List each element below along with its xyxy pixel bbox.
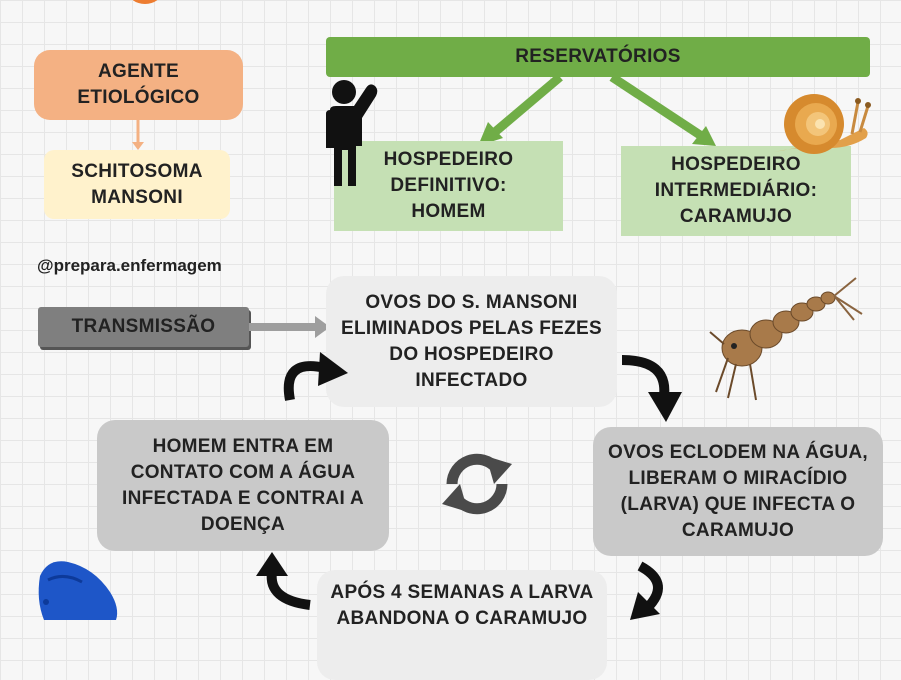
step-4-text: HOMEM ENTRA EM CONTATO COM A ÁGUA INFECT… [121, 435, 365, 535]
instagram-handle: @prepara.enfermagem [37, 256, 222, 275]
step-1-text: OVOS DO S. MANSONI ELIMINADOS PELAS FEZE… [340, 291, 602, 391]
decorative-circle [128, 0, 162, 4]
step-2-text: OVOS ECLODEM NA ÁGUA, LIBERAM O MIRACÍDI… [608, 441, 868, 541]
agent-connector-arrow [132, 120, 144, 150]
transmission-label: TRANSMISSÃO [71, 316, 216, 337]
reservoirs-title: RESERVATÓRIOS [515, 46, 681, 67]
definitive-host-label: HOSPEDEIRO DEFINITIVO: HOMEM [383, 149, 514, 222]
transmission-arrow [249, 316, 330, 338]
larva-icon [709, 277, 863, 401]
step-human-contact: HOMEM ENTRA EM CONTATO COM A ÁGUA INFECT… [97, 420, 389, 551]
person-icon [326, 80, 378, 186]
transmission-bar: TRANSMISSÃO [38, 307, 249, 347]
cycle-icon [442, 453, 512, 515]
curved-arrows [256, 352, 682, 620]
agent-title-box: AGENTE ETIOLÓGICO [34, 50, 243, 120]
intermediate-host-label: HOSPEDEIRO INTERMEDIÁRIO: CARAMUJO [654, 154, 818, 227]
agent-title: AGENTE ETIOLÓGICO [77, 61, 200, 108]
step-eggs-hatch: OVOS ECLODEM NA ÁGUA, LIBERAM O MIRACÍDI… [593, 427, 883, 556]
definitive-host-box: HOSPEDEIRO DEFINITIVO: HOMEM [334, 141, 563, 231]
agent-name-box: SCHITOSOMA MANSONI [44, 150, 230, 219]
step-3-text: APÓS 4 SEMANAS A LARVA ABANDONA O CARAMU… [330, 582, 594, 629]
snail-icon [774, 94, 871, 154]
reservoirs-bar: RESERVATÓRIOS [326, 37, 870, 77]
intermediate-host-box: HOSPEDEIRO INTERMEDIÁRIO: CARAMUJO [621, 146, 851, 236]
agent-name: SCHITOSOMA MANSONI [71, 160, 203, 208]
reservoir-arrows [478, 73, 716, 146]
step-eggs-eliminated: OVOS DO S. MANSONI ELIMINADOS PELAS FEZE… [326, 276, 617, 407]
parasite-icon [38, 561, 118, 620]
